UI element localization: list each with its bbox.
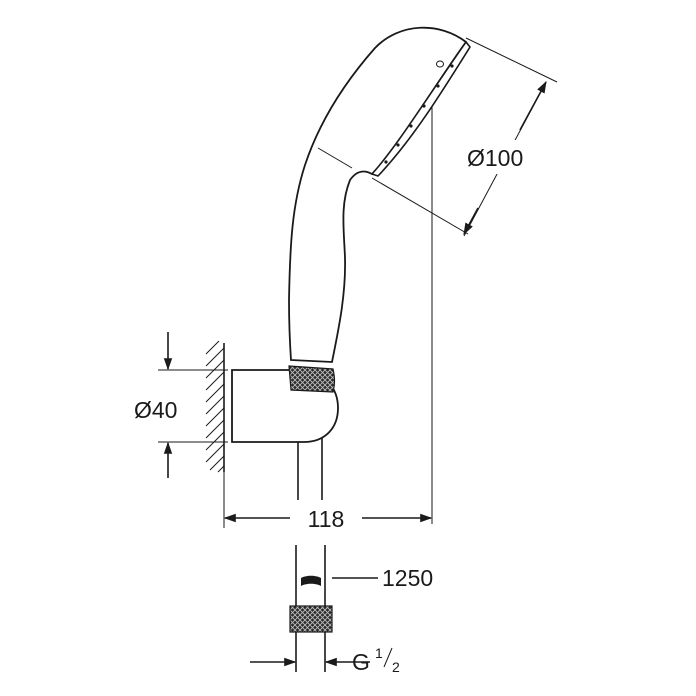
holder-diameter-dimension: Ø40: [134, 332, 228, 478]
thread-numerator: 1: [375, 645, 383, 661]
head-diameter-label: Ø100: [467, 145, 523, 171]
wall: [205, 340, 225, 473]
hose-detail: [289, 545, 333, 672]
head-diameter-dimension: Ø100: [371, 37, 558, 237]
spray-nozzle-dot: [409, 124, 413, 128]
projection-label: 118: [308, 506, 345, 532]
mode-selector-mark: [436, 60, 444, 68]
hose-knurled-nut: [289, 605, 333, 633]
spray-nozzle-dot: [450, 64, 454, 68]
hose-length-dimension: 1250: [332, 565, 433, 591]
hose-length-label: 1250: [382, 565, 433, 591]
handle-knurled-connector: [288, 365, 336, 393]
spray-nozzle-dot: [384, 160, 388, 164]
spray-nozzle-dot: [422, 104, 426, 108]
projection-dimension: 118: [223, 472, 433, 532]
thread-denominator: 2: [392, 659, 400, 675]
hose-ferrule: [301, 575, 321, 586]
spray-nozzle-dot: [436, 84, 440, 88]
hand-shower: [288, 26, 471, 363]
thread-label: G: [352, 649, 370, 675]
thread-dimension: G 1 2: [250, 645, 400, 675]
spray-nozzle-dot: [396, 143, 400, 147]
holder-diameter-label: Ø40: [134, 397, 177, 423]
